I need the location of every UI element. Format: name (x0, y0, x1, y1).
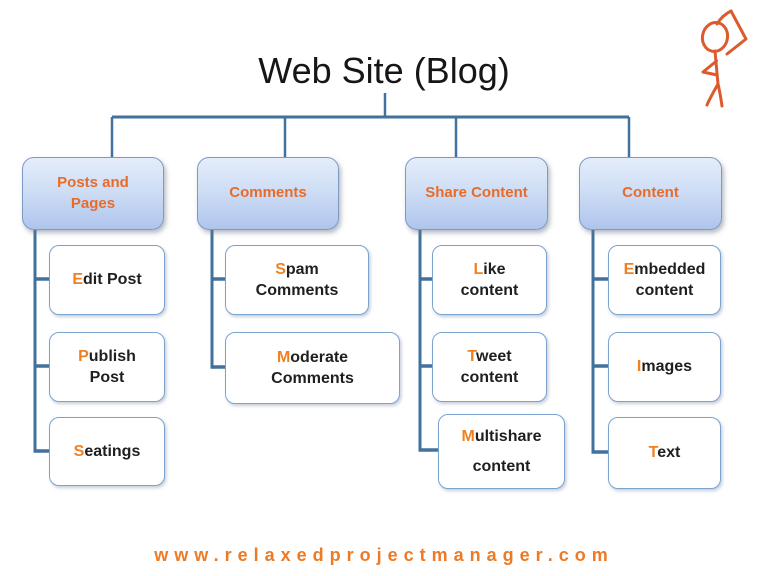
node-label: Text (649, 442, 681, 463)
lead-letter: M (276, 348, 291, 366)
node-publish-post: Publish Post (49, 332, 165, 402)
category-label: Posts and Pages (57, 174, 129, 212)
label-rest: ublish Post (88, 347, 136, 386)
category-posts-and-pages: Posts and Pages (22, 157, 164, 230)
node-tweet-content: Tweet content (432, 332, 547, 402)
node-seatings: Seatings (49, 417, 165, 486)
label-rest: mages (641, 358, 693, 376)
lead-letter: P (78, 347, 89, 365)
node-embedded-content: Embedded content (608, 245, 721, 315)
label-rest: oderate Comments (271, 348, 354, 387)
label-rest: ike content (460, 260, 519, 299)
category-label: Share Content (425, 184, 528, 202)
label-rest: pam Comments (255, 260, 339, 299)
node-label: Spam Comments (256, 259, 339, 301)
node-label: Tweet content (461, 346, 519, 388)
node-multishare-content: Multishare content (438, 414, 565, 489)
node-label: Embedded content (624, 259, 706, 301)
lead-letter: L (473, 260, 484, 278)
category-label: Comments (229, 184, 307, 202)
node-like-content: Like content (432, 245, 547, 315)
lead-letter: M (461, 427, 475, 445)
lead-letter: T (648, 444, 658, 462)
label-rest: ultishare content (472, 427, 542, 475)
lead-letter: T (467, 347, 476, 365)
node-text: Text (608, 417, 721, 489)
lead-letter: S (73, 442, 85, 460)
node-label: Edit Post (72, 269, 141, 290)
label-rest: dit Post (83, 271, 142, 289)
category-comments: Comments (197, 157, 339, 230)
category-content: Content (579, 157, 722, 230)
relaxed-stickman-logo (700, 9, 748, 108)
node-label: Images (637, 356, 692, 377)
label-rest: weet content (460, 347, 519, 386)
lead-letter: I (636, 358, 642, 376)
node-spam-comments: Spam Comments (225, 245, 369, 315)
category-label: Content (622, 184, 679, 202)
category-share-content: Share Content (405, 157, 548, 230)
page-title: Web Site (Blog) (258, 50, 510, 91)
node-edit-post: Edit Post (49, 245, 165, 315)
node-label: Like content (461, 259, 519, 301)
node-images: Images (608, 332, 721, 402)
node-moderate-comments: Moderate Comments (225, 332, 400, 404)
lead-letter: E (623, 260, 635, 278)
node-label: Publish Post (78, 346, 136, 388)
node-label: Seatings (74, 441, 141, 462)
label-rest: mbedded content (634, 260, 706, 299)
node-label: Multishare content (461, 422, 541, 481)
node-label: Moderate Comments (271, 347, 354, 389)
label-rest: eatings (84, 442, 141, 460)
lead-letter: S (275, 260, 286, 278)
lead-letter: E (72, 271, 83, 289)
label-rest: ext (657, 444, 681, 462)
footer-url: www.relaxedprojectmanager.com (154, 545, 614, 565)
